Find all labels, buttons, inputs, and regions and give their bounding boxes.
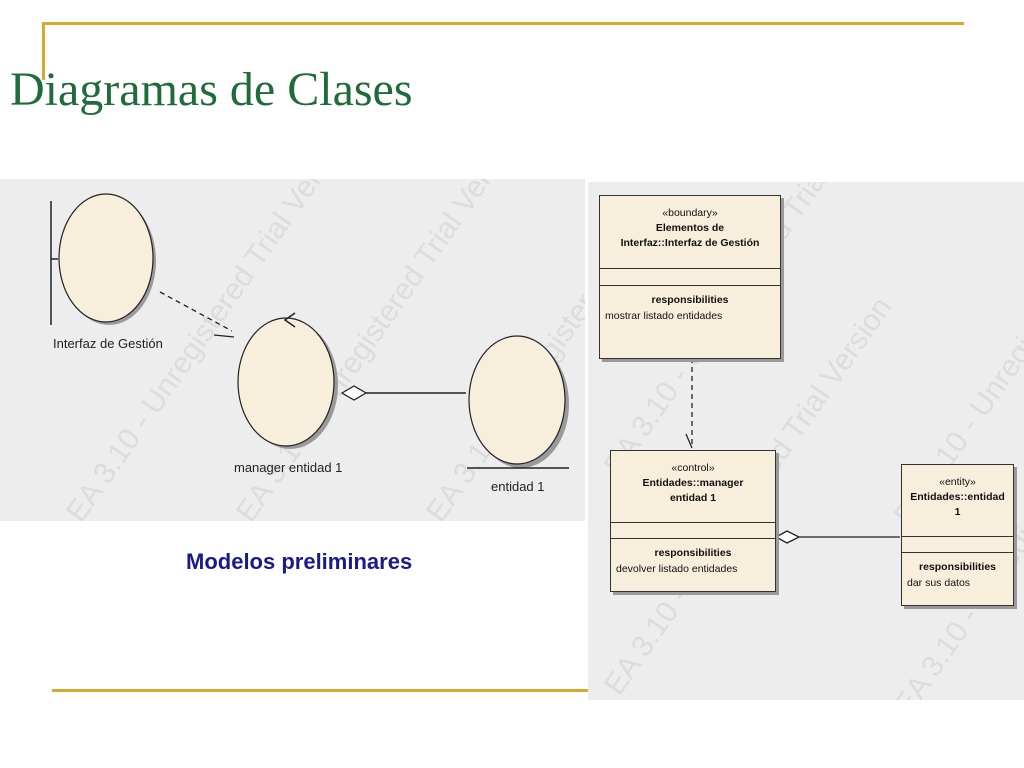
control-label: manager entidad 1 bbox=[234, 460, 343, 475]
responsibilities-title: responsibilities bbox=[654, 547, 732, 559]
responsibilities-title: responsibilities bbox=[918, 561, 997, 573]
entity-label: entidad 1 bbox=[491, 479, 545, 494]
boundary-class-box[interactable]: «boundary» Elementos de Interfaz::Interf… bbox=[599, 195, 781, 359]
caption: Modelos preliminares bbox=[186, 549, 413, 574]
left-accent-line bbox=[42, 22, 45, 80]
top-accent-line bbox=[42, 22, 964, 25]
aggregation-connector bbox=[340, 385, 466, 401]
class-name: 1 bbox=[954, 506, 961, 518]
class-name: Interfaz::Interfaz de Gestión bbox=[620, 237, 760, 249]
aggregation-connector bbox=[774, 530, 900, 544]
bottom-accent-line bbox=[52, 689, 592, 692]
class-connectors-svg bbox=[685, 358, 900, 544]
class-stereotype: «entity» bbox=[939, 476, 976, 488]
class-name: Elementos de bbox=[655, 222, 725, 234]
robustness-diagram-svg bbox=[50, 193, 569, 469]
class-diagram-panel: EA 3.10 - Unregistered Trial Version EA … bbox=[588, 182, 1024, 700]
boundary-object-icon[interactable] bbox=[50, 193, 156, 325]
class-name: Entidades::manager bbox=[642, 477, 744, 489]
control-class-box[interactable]: «control» Entidades::manager entidad 1 r… bbox=[610, 450, 776, 592]
boundary-label: Interfaz de Gestión bbox=[53, 336, 163, 351]
responsibility-item: devolver listado entidades bbox=[616, 563, 738, 575]
responsibilities-title: responsibilities bbox=[651, 294, 729, 306]
responsibility-item: mostrar listado entidades bbox=[605, 310, 723, 322]
slide-title: Diagramas de Clases bbox=[10, 63, 413, 116]
class-stereotype: «boundary» bbox=[662, 207, 718, 219]
robustness-diagram-panel: EA 3.10 - Unregistered Trial Version EA … bbox=[0, 179, 585, 521]
dependency-connector bbox=[685, 358, 693, 449]
dependency-connector bbox=[159, 291, 235, 338]
entity-class-box[interactable]: «entity» Entidades::entidad 1 responsibi… bbox=[901, 464, 1014, 606]
responsibility-item: dar sus datos bbox=[907, 577, 971, 589]
control-object-icon[interactable] bbox=[237, 312, 338, 449]
class-name: Entidades::entidad bbox=[910, 491, 1005, 503]
class-stereotype: «control» bbox=[671, 462, 715, 474]
entity-object-icon[interactable] bbox=[467, 335, 569, 469]
class-name: entidad 1 bbox=[669, 492, 717, 504]
